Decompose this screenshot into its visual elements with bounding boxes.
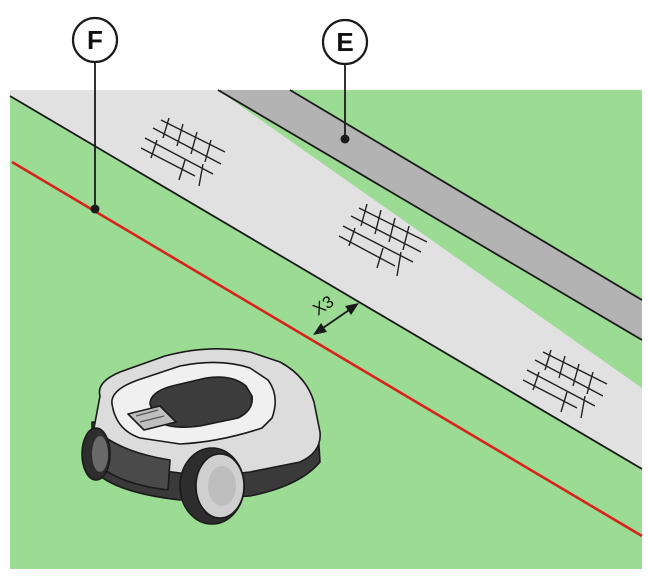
brick-mark-3 <box>522 349 608 419</box>
mower-control-panel <box>127 405 177 431</box>
mower-display-window <box>149 376 254 428</box>
mower-rear-wheel <box>81 427 111 481</box>
robotic-mower <box>81 348 321 525</box>
brick-mark-1 <box>140 117 226 187</box>
mower-front-face <box>95 429 171 491</box>
brick-texture <box>140 117 608 419</box>
leader-dot-e <box>340 134 350 144</box>
mower-front-wheel <box>179 447 245 525</box>
callout-f: F <box>71 16 119 64</box>
pavement <box>10 90 642 469</box>
boundary-wire <box>11 160 643 538</box>
dimension-arrow <box>313 303 359 335</box>
curb-outline-lower <box>217 89 643 341</box>
callout-e: E <box>321 18 369 66</box>
curb-outline-upper <box>289 89 643 301</box>
pavement-outline <box>9 95 643 470</box>
brick-mark-2 <box>338 203 428 277</box>
callout-f-label: F <box>87 25 103 55</box>
callout-e-label: E <box>336 27 353 57</box>
leader-dot-f <box>90 204 100 214</box>
